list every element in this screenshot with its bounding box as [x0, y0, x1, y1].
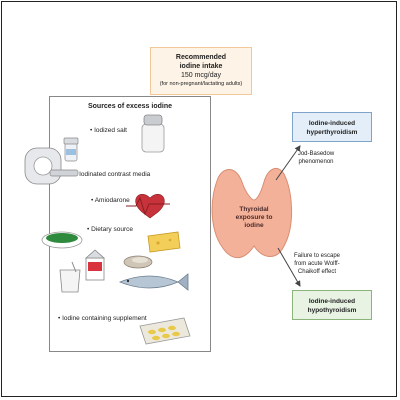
jod-line1: Jod-Basedow	[297, 151, 335, 157]
arrow-to-hypothyroidism	[277, 247, 301, 287]
sources-title: Sources of excess iodine	[87, 103, 173, 110]
hyperthyroidism-box: Iodine-induced hyperthyroidism	[292, 112, 372, 142]
intake-amount: 150 mcg/day	[180, 72, 222, 79]
salt-shaker-icon	[141, 114, 165, 153]
fish-icon	[118, 273, 189, 291]
source-supplement: • Iodine containing supplement	[58, 315, 147, 322]
oyster-icon	[123, 255, 153, 269]
hypothyroidism-box: Iodine-induced hypothyroidism	[292, 290, 372, 320]
source-contrast-media: • Iodinated contrast media	[75, 171, 151, 178]
intake-title-line2: iodine intake	[179, 63, 223, 70]
wolff-line1: Failure to escape	[293, 253, 341, 259]
intake-note: (for non-pregnant/lactating adults)	[159, 81, 243, 87]
thyroid-label-line3: iodine	[244, 222, 264, 229]
milk-carton-icon	[84, 249, 106, 281]
wolff-line3: Chaikoff effect	[297, 269, 337, 275]
cheese-icon	[147, 231, 181, 253]
yogurt-cup-icon	[59, 261, 81, 293]
hyper-line1: Iodine-induced	[308, 120, 356, 127]
hyper-line2: hyperthyroidism	[306, 129, 358, 136]
thyroid-gland-icon	[211, 167, 293, 259]
wolff-line2: from acute Wolff-	[294, 261, 340, 267]
wolff-chaikoff-note: Failure to escape from acute Wolff- Chai…	[282, 252, 352, 276]
jod-basedow-note: Jod-Basedow phenomenon	[290, 150, 342, 166]
seaweed-bowl-icon	[41, 231, 83, 249]
thyroid-label-line2: exposure to	[235, 214, 273, 221]
heart-icon	[126, 193, 170, 219]
intake-title-line1: Recommended	[175, 54, 227, 61]
medicine-bottle-icon	[63, 137, 79, 162]
thyroid-label-line1: Thyroidal	[239, 206, 269, 213]
source-iodized-salt: • Iodized salt	[90, 127, 127, 134]
sources-panel: Sources of excess iodine	[49, 96, 211, 352]
supplement-pills-icon	[139, 317, 191, 345]
hypo-line2: hypothyroidism	[307, 307, 357, 314]
thyroid-label: Thyroidal exposure to iodine	[228, 206, 280, 230]
arrow-to-hyperthyroidism	[275, 145, 301, 181]
source-amiodarone: • Amiodarone	[91, 197, 130, 204]
jod-line2: phenomenon	[298, 159, 334, 165]
source-dietary: • Dietary source	[87, 226, 133, 233]
ct-scanner-icon	[24, 147, 79, 185]
hypo-line1: Iodine-induced	[308, 298, 356, 305]
recommended-intake-box: Recommended iodine intake 150 mcg/day (f…	[150, 47, 252, 95]
